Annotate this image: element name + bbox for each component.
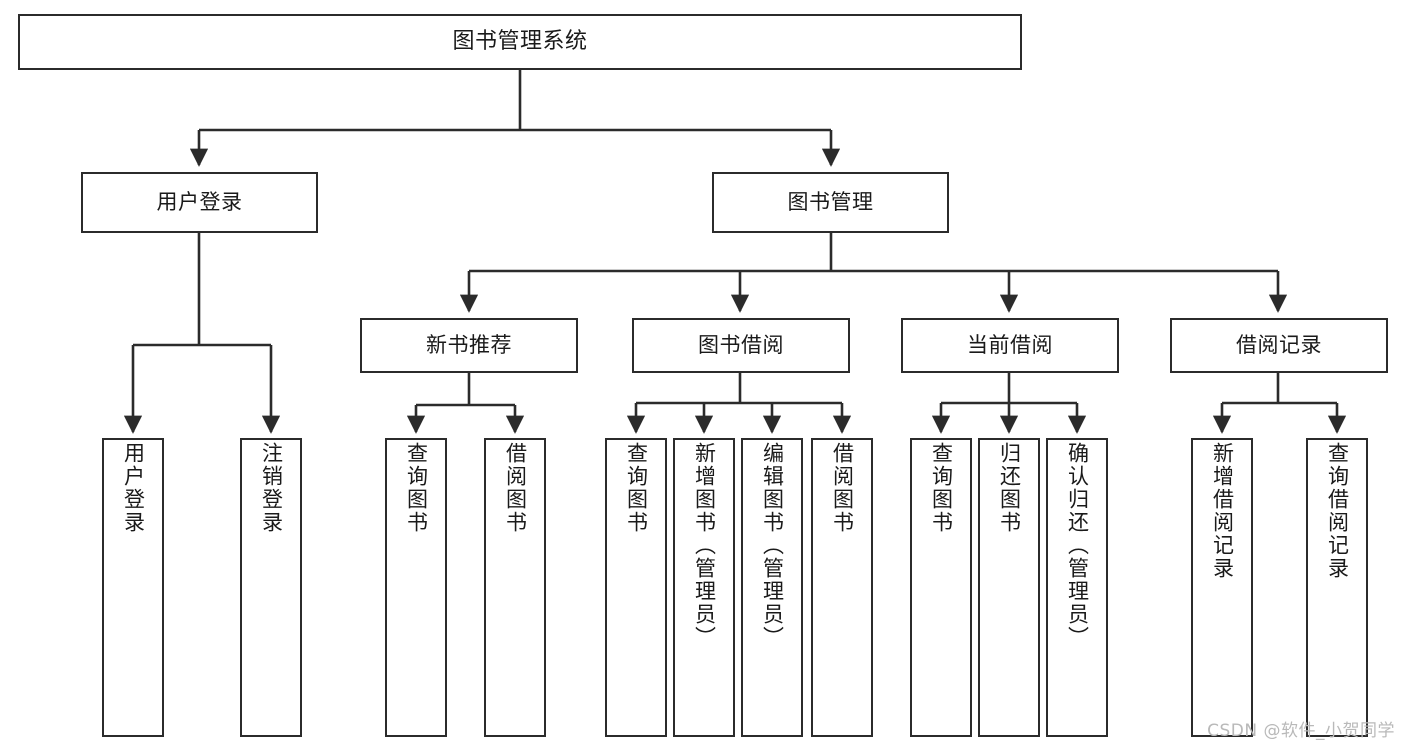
node-leaf-query-book-3-label: 查询图书 <box>929 442 954 534</box>
node-root-label: 图书管理系统 <box>452 29 588 55</box>
csdn-watermark: CSDN @软件_小贺同学 <box>1207 721 1395 741</box>
node-leaf-return-book-label: 归还图书 <box>997 442 1022 534</box>
node-current-borrow[interactable]: 当前借阅 <box>901 318 1119 373</box>
node-leaf-add-book-label: 新增图书（管理员） <box>692 442 717 649</box>
node-leaf-add-book[interactable]: 新增图书（管理员） <box>673 438 735 737</box>
node-leaf-query-record[interactable]: 查询借阅记录 <box>1306 438 1368 737</box>
node-leaf-user-login[interactable]: 用户登录 <box>102 438 164 737</box>
node-leaf-edit-book-label: 编辑图书（管理员） <box>760 442 785 649</box>
node-leaf-confirm-return[interactable]: 确认归还（管理员） <box>1046 438 1108 737</box>
node-leaf-query-book-1[interactable]: 查询图书 <box>385 438 447 737</box>
node-user-login[interactable]: 用户登录 <box>81 172 318 233</box>
node-leaf-borrow-book-1-label: 借阅图书 <box>503 442 528 534</box>
node-leaf-logout[interactable]: 注销登录 <box>240 438 302 737</box>
node-leaf-query-book-1-label: 查询图书 <box>404 442 429 534</box>
node-leaf-borrow-book-2[interactable]: 借阅图书 <box>811 438 873 737</box>
node-book-borrow-label: 图书借阅 <box>698 333 784 358</box>
node-leaf-return-book[interactable]: 归还图书 <box>978 438 1040 737</box>
node-book-borrow[interactable]: 图书借阅 <box>632 318 850 373</box>
node-borrow-record[interactable]: 借阅记录 <box>1170 318 1388 373</box>
node-leaf-confirm-return-label: 确认归还（管理员） <box>1065 442 1090 649</box>
node-leaf-add-record[interactable]: 新增借阅记录 <box>1191 438 1253 737</box>
node-new-book-rec-label: 新书推荐 <box>426 333 512 358</box>
node-leaf-query-book-2[interactable]: 查询图书 <box>605 438 667 737</box>
node-leaf-add-record-label: 新增借阅记录 <box>1210 442 1235 580</box>
node-new-book-rec[interactable]: 新书推荐 <box>360 318 578 373</box>
node-leaf-logout-label: 注销登录 <box>259 442 284 534</box>
node-root[interactable]: 图书管理系统 <box>18 14 1022 70</box>
node-leaf-borrow-book-2-label: 借阅图书 <box>830 442 855 534</box>
node-leaf-edit-book[interactable]: 编辑图书（管理员） <box>741 438 803 737</box>
node-leaf-query-book-2-label: 查询图书 <box>624 442 649 534</box>
node-book-manage[interactable]: 图书管理 <box>712 172 949 233</box>
node-leaf-user-login-label: 用户登录 <box>121 442 146 534</box>
node-current-borrow-label: 当前借阅 <box>967 333 1053 358</box>
node-borrow-record-label: 借阅记录 <box>1236 333 1322 358</box>
node-user-login-label: 用户登录 <box>156 190 243 215</box>
node-book-manage-label: 图书管理 <box>787 190 874 215</box>
node-leaf-borrow-book-1[interactable]: 借阅图书 <box>484 438 546 737</box>
node-leaf-query-record-label: 查询借阅记录 <box>1325 442 1350 580</box>
node-leaf-query-book-3[interactable]: 查询图书 <box>910 438 972 737</box>
